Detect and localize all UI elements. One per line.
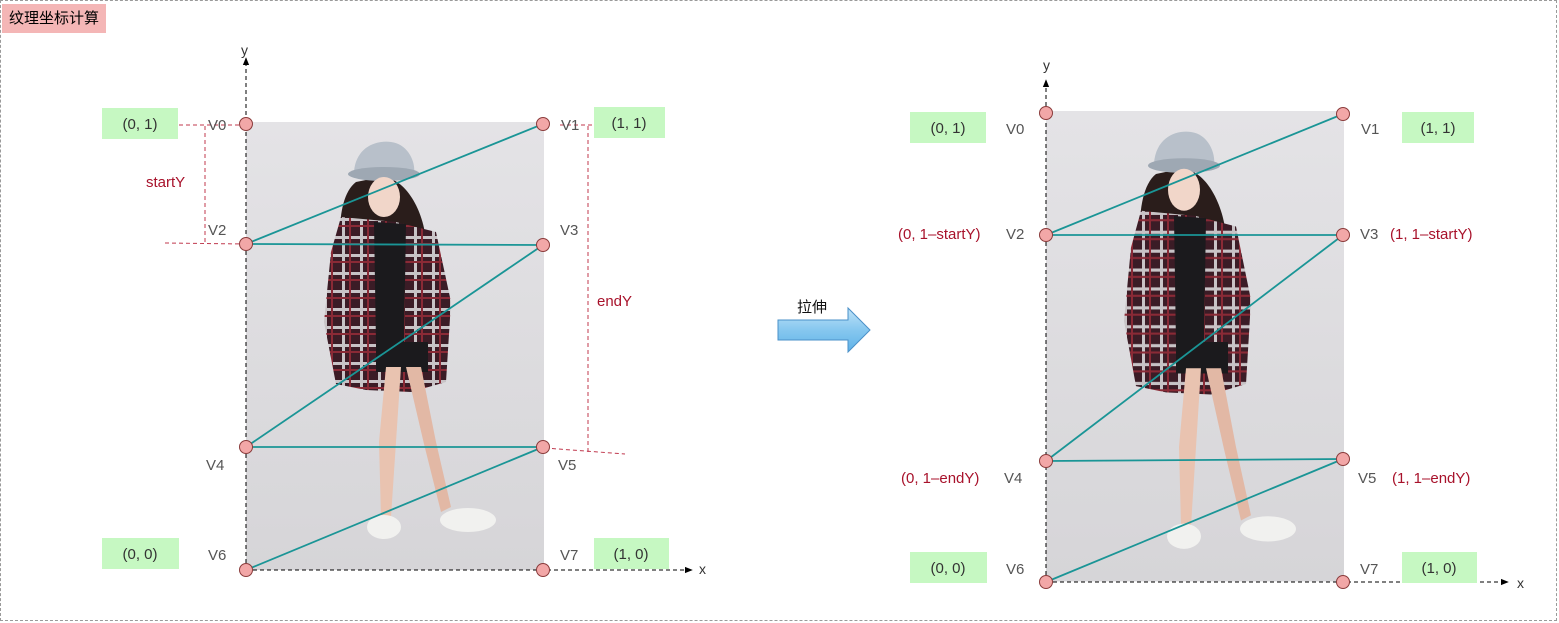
right-vertex-v1 — [1336, 107, 1350, 121]
right-vertex-v5 — [1336, 452, 1350, 466]
left-label-v4: V4 — [206, 457, 224, 474]
left-label-v0: V0 — [208, 117, 226, 134]
left-vertex-v0 — [239, 117, 253, 131]
page-title: 纹理坐标计算 — [2, 4, 106, 33]
left-y-axis-label: y — [241, 42, 248, 58]
right-vertex-v2 — [1039, 228, 1053, 242]
stretch-label: 拉伸 — [797, 299, 827, 316]
left-diagram: y x — [102, 42, 706, 577]
left-coord-top-left: (0, 1) — [122, 116, 157, 133]
left-label-v7: V7 — [560, 547, 578, 564]
left-vertex-v7 — [536, 563, 550, 577]
right-coord-v4: (0, 1–endY) — [901, 470, 979, 487]
left-coord-top-right: (1, 1) — [611, 115, 646, 132]
left-label-v5: V5 — [558, 457, 576, 474]
right-coord-v5: (1, 1–endY) — [1392, 470, 1470, 487]
right-coord-bottom-right: (1, 0) — [1421, 560, 1456, 577]
right-vertex-v7 — [1336, 575, 1350, 589]
right-coord-bottom-left: (0, 0) — [930, 560, 965, 577]
start-y-label: startY — [146, 174, 185, 191]
right-label-v2: V2 — [1006, 226, 1024, 243]
right-photo-image — [1046, 111, 1344, 582]
left-vertex-v6 — [239, 563, 253, 577]
left-vertex-v2 — [239, 237, 253, 251]
right-coord-v3: (1, 1–startY) — [1390, 226, 1473, 243]
left-vertex-v3 — [536, 238, 550, 252]
left-triangle-strip — [245, 123, 544, 571]
right-label-v1: V1 — [1361, 121, 1379, 138]
right-vertex-v6 — [1039, 575, 1053, 589]
right-label-v6: V6 — [1006, 561, 1024, 578]
right-vertex-v3 — [1336, 228, 1350, 242]
right-label-v5: V5 — [1358, 470, 1376, 487]
left-label-v1: V1 — [561, 117, 579, 134]
right-y-axis-label: y — [1043, 57, 1050, 73]
stretch-arrow: 拉伸 — [777, 299, 871, 354]
right-vertex-v0 — [1039, 106, 1053, 120]
left-coord-bottom-right: (1, 0) — [613, 546, 648, 563]
right-vertex-markers — [1039, 106, 1350, 589]
left-vertex-v4 — [239, 440, 253, 454]
left-x-axis-label: x — [699, 561, 706, 577]
right-triangle-strip — [1045, 113, 1344, 583]
left-label-v3: V3 — [560, 222, 578, 239]
end-y-label: endY — [597, 293, 632, 310]
stretch-arrow-icon — [777, 306, 871, 354]
right-coord-top-right: (1, 1) — [1420, 120, 1455, 137]
right-diagram: y x V0 V1 V2 V3 V4 V5 — [898, 57, 1524, 591]
left-vertex-v5 — [536, 440, 550, 454]
right-label-v0: V0 — [1006, 121, 1024, 138]
right-x-axis-label: x — [1517, 575, 1524, 591]
left-label-v2: V2 — [208, 222, 226, 239]
right-label-v3: V3 — [1360, 226, 1378, 243]
left-vertex-markers — [239, 117, 550, 577]
right-vertex-v4 — [1039, 454, 1053, 468]
left-coord-boxes: (0, 1) (1, 1) (0, 0) (1, 0) — [102, 107, 669, 569]
left-vertex-v1 — [536, 117, 550, 131]
right-coord-top-left: (0, 1) — [930, 120, 965, 137]
left-guide-lines — [164, 124, 626, 455]
left-coord-bottom-left: (0, 0) — [122, 546, 157, 563]
right-coord-boxes: (0, 1) (1, 1) (0, 0) (1, 0) — [910, 112, 1477, 583]
right-label-v4: V4 — [1004, 470, 1022, 487]
right-label-v7: V7 — [1360, 561, 1378, 578]
right-coord-v2: (0, 1–startY) — [898, 226, 981, 243]
left-label-v6: V6 — [208, 547, 226, 564]
